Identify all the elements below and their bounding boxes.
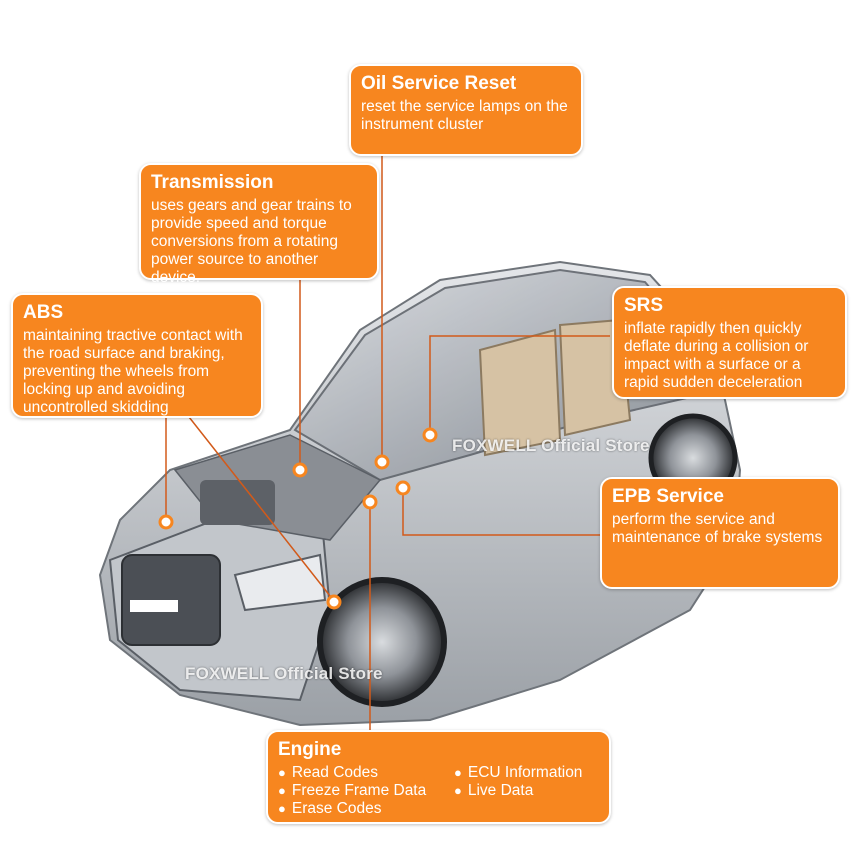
- transmission-title: Transmission: [151, 172, 274, 193]
- srs-title: SRS: [624, 295, 664, 316]
- watermark: FOXWELL Official Store: [185, 664, 383, 683]
- epb-line: [402, 488, 600, 536]
- oil-service-reset-desc: reset the service lamps on the instrumen…: [361, 97, 568, 134]
- front-wheel: [317, 577, 447, 707]
- abs-line-2: [188, 416, 335, 602]
- engine-item-live-data: Live Data: [454, 782, 614, 800]
- engine-item-freeze-frame-data: Freeze Frame Data: [278, 782, 454, 800]
- epb-service-box: EPB Service perform the service and main…: [600, 477, 840, 589]
- watermark: FOXWELL Official Store: [452, 436, 650, 455]
- engine-title: Engine: [278, 739, 342, 760]
- oil-service-reset-box: Oil Service Reset reset the service lamp…: [349, 64, 583, 156]
- abs-title: ABS: [23, 302, 64, 323]
- abs-box: ABS maintaining tractive contact with th…: [11, 293, 263, 418]
- srs-desc: inflate rapidly then quickly deflate dur…: [624, 319, 809, 392]
- engine-item-erase-codes: Erase Codes: [278, 800, 454, 818]
- epb-service-desc: perform the service and maintenance of b…: [612, 510, 823, 547]
- car-body: [98, 260, 742, 727]
- engine-item-ecu-information: ECU Information: [454, 764, 614, 782]
- oil-service-reset-title: Oil Service Reset: [361, 73, 517, 94]
- abs-desc: maintaining tractive contact with the ro…: [23, 326, 243, 417]
- transmission-desc: uses gears and gear trains to provide sp…: [151, 196, 352, 287]
- hotspots: [158, 427, 438, 610]
- engine-feature-list: Read Codes ECU Information Freeze Frame …: [278, 764, 599, 818]
- transmission-box: Transmission uses gears and gear trains …: [139, 163, 379, 286]
- leader-lines: [165, 154, 610, 732]
- engine-item-read-codes: Read Codes: [278, 764, 454, 782]
- engine-box: Engine Read Codes ECU Information Freeze…: [266, 730, 611, 824]
- epb-service-title: EPB Service: [612, 486, 724, 507]
- srs-box: SRS inflate rapidly then quickly deflate…: [612, 286, 847, 399]
- srs-line: [429, 335, 610, 435]
